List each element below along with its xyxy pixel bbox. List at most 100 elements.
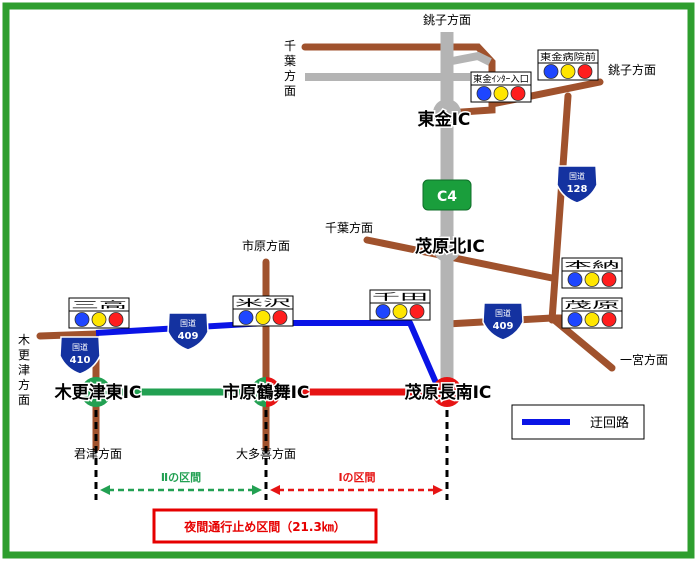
signal-yellow-lamp [255,310,271,325]
direction-kisarazu-1: 木 [18,333,30,347]
direction-kimitsu: 君津方面 [74,446,122,461]
ichihara-tsurumai-ic-marker-left [251,377,266,407]
signal-red-lamp [577,64,593,79]
direction-chiba-top-3: 方 [284,68,296,83]
route-410-shield: 国道 410 [59,336,101,375]
signal-yellow-lamp [584,312,600,327]
signal-7: 三高 [68,297,130,329]
signal-red-lamp [409,304,425,319]
signal-red-lamp [510,86,526,101]
route-shield-number: 409 [493,321,514,332]
route-shield-top: 国道 [569,171,585,181]
kisarazu-higashi-ic-label: 木更津東IC [54,382,142,403]
signal-blue-lamp [74,312,90,327]
route-shield-body [556,165,598,204]
kisarazu-higashi-ic-marker [81,377,111,407]
section-2-arrowhead-left [100,485,110,495]
road-kisarazu [36,330,100,340]
signal-name: 東金病院前 [540,51,596,63]
route-409-shield: 国道 409 [167,312,209,351]
direction-kisarazu-3: 津 [18,363,30,377]
mobara-kita-ic-label: 茂原北IC [415,236,485,257]
signal-2: 東金ｲﾝﾀｰ入口 [470,71,532,103]
closure-label-box [152,508,378,544]
direction-choshi-right: 銚子方面 [608,62,656,77]
route-shield-top: 国道 [72,342,88,352]
mobara-kita-ic-marker [433,234,461,262]
section-1-label: Ⅰの区間 [338,471,375,484]
route-128-road [548,92,572,324]
signal-blue-lamp [543,64,559,79]
signal-3: 本納 [561,257,623,289]
signal-yellow-lamp [560,64,576,79]
ichihara-tsurumai-ic-marker-right [266,377,281,407]
section-2-arrowhead-right [252,485,262,495]
route-409-shield: 国道 409 [482,302,524,341]
closure-label: 夜間通行止め区間（21.3㎞） [183,519,346,534]
togane-ic-marker [433,99,461,127]
route-shield-body [59,336,101,375]
signal-yellow-lamp [91,312,107,327]
section-2-label: Ⅱの区間 [161,471,201,484]
togane-ic-label: 東金IC [418,109,471,130]
direction-kisarazu-5: 面 [18,393,30,407]
signal-name: 本納 [564,259,620,271]
direction-kisarazu-2: 更 [18,348,30,362]
signal-6: 米沢 [232,295,294,327]
signal-name: 千田 [372,292,428,303]
direction-labels: 銚子方面 千 葉 方 面 銚子方面 千葉方面 市原方面 木 更 津 方 面 君津… [18,12,668,461]
direction-chiba-top-1: 千 [284,39,296,53]
route-shield-number: 128 [567,184,588,195]
signal-red-lamp [601,312,617,327]
ichihara-tsurumai-ic-label: 市原鶴舞IC [223,382,310,403]
road-north-chiba [301,43,496,117]
legend: 迂回路 [511,404,645,440]
section-1-arrowhead-left [270,485,280,495]
direction-choshi-top: 銚子方面 [423,12,471,27]
signal-blue-lamp [567,312,583,327]
section-1-arrowhead-right [433,485,443,495]
c4-badge [422,179,472,211]
signal-blue-lamp [476,86,492,101]
direction-chiba-top-2: 葉 [284,54,296,68]
signal-blue-lamp [238,310,254,325]
signal-5: 千田 [369,289,431,321]
signal-name: 東金ｲﾝﾀｰ入口 [473,73,529,85]
legend-detour-label: 迂回路 [590,415,629,431]
route-shield-body [167,312,209,351]
signal-name: 三高 [71,299,127,311]
section-markers: Ⅱの区間 Ⅰの区間 [94,410,449,500]
route-shield-top: 国道 [495,308,511,318]
direction-ichihara: 市原方面 [242,238,290,253]
route-128-shield: 国道 128 [556,165,598,204]
route-shield-number: 410 [70,355,91,366]
mobara-chonan-ic-label: 茂原長南IC [405,382,492,403]
signal-blue-lamp [567,272,583,287]
c4-badge-label: C4 [437,189,457,205]
direction-otaki: 大多喜方面 [236,446,296,461]
direction-ichinomiya: 一宮方面 [620,352,668,367]
signal-1: 東金病院前 [537,49,599,81]
signal-yellow-lamp [493,86,509,101]
direction-kisarazu-4: 方 [18,377,30,392]
road-chiba-mobara [363,236,556,282]
signal-yellow-lamp [392,304,408,319]
signal-red-lamp [272,310,288,325]
signal-4: 茂原 [561,297,623,329]
route-shield-number: 409 [178,331,199,342]
expressway-spur [446,51,492,66]
mobara-chonan-ic-marker [432,377,462,407]
route-shield-top: 国道 [180,318,196,328]
ic-labels: 東金IC 茂原北IC 木更津東IC 市原鶴舞IC 茂原長南IC [52,108,493,405]
route-shield-body [482,302,524,341]
route-shields: 国道 128 国道 409 国道 409 国道 410 [59,165,598,375]
signal-red-lamp [601,272,617,287]
signal-red-lamp [108,312,124,327]
signal-yellow-lamp [584,272,600,287]
direction-chiba-mid: 千葉方面 [325,220,373,235]
signal-name: 茂原 [564,299,620,311]
signal-blue-lamp [375,304,391,319]
direction-chiba-top-4: 面 [284,84,296,98]
